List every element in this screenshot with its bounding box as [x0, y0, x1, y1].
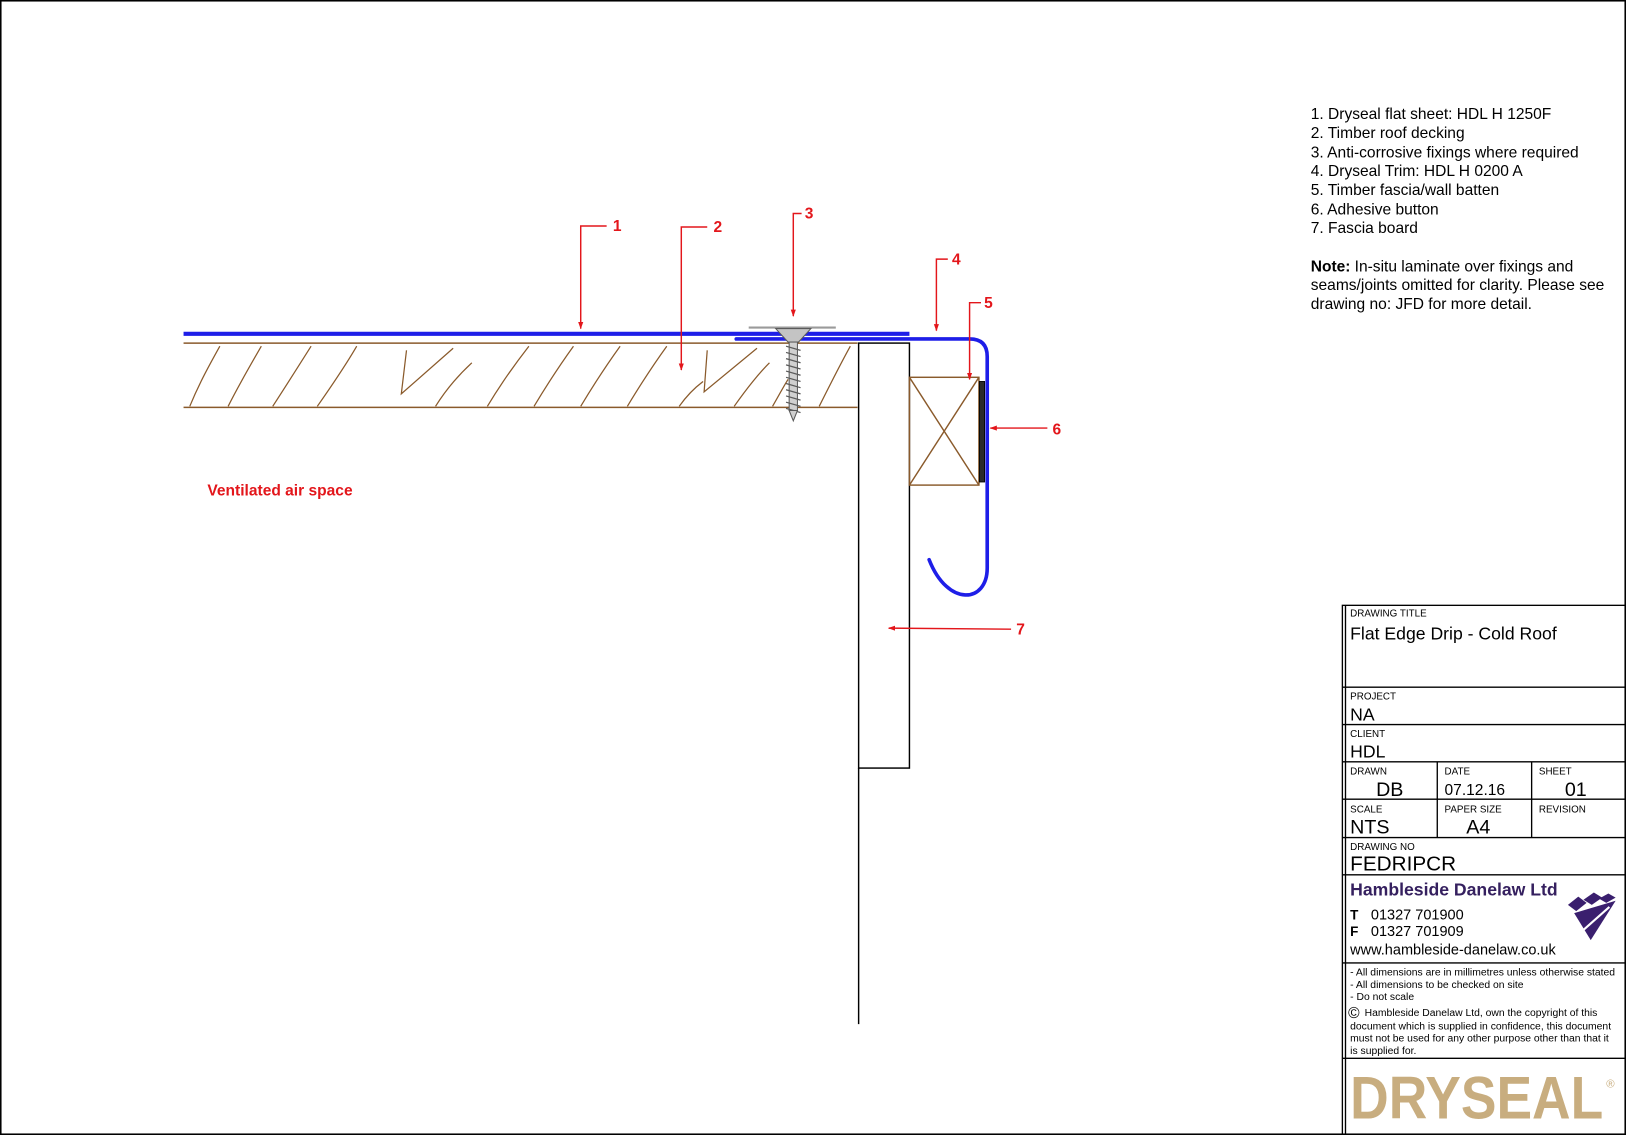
copyright-line: document which is supplied in confidence… — [1350, 1021, 1611, 1032]
paper-size-label: PAPER SIZE — [1445, 805, 1503, 816]
callout-3-number: 3 — [805, 206, 814, 223]
note-line-1: Note:In-situ laminate over fixings and — [1311, 259, 1574, 276]
note-heading: Note: — [1311, 259, 1351, 276]
copyright-line: Hambleside Danelaw Ltd, own the copyrigh… — [1365, 1008, 1598, 1019]
disclaimer-line: - Do not scale — [1350, 992, 1414, 1003]
logo-stripe — [1581, 906, 1611, 932]
callout-6-number: 6 — [1053, 421, 1062, 438]
disclaimer-line: - All dimensions are in millimetres unle… — [1350, 967, 1615, 978]
callout-7-number: 7 — [1016, 621, 1025, 638]
decking-wood-grain — [189, 345, 851, 407]
anti-corrosive-fixing — [748, 326, 836, 423]
logo-facet — [1567, 896, 1587, 912]
air-space-label: Ventilated air space — [207, 482, 353, 499]
callout-1-number: 1 — [613, 218, 622, 235]
logo-facet — [1599, 893, 1616, 903]
fascia-batten — [908, 376, 980, 486]
materials-notes: 1. Dryseal flat sheet: HDL H 1250F 2. Ti… — [1311, 106, 1605, 313]
note-item-2: 2. Timber roof decking — [1311, 125, 1465, 142]
sheet-label: SHEET — [1539, 766, 1572, 777]
date-value: 07.12.16 — [1445, 782, 1506, 799]
batten-outline — [908, 376, 980, 486]
scale-label: SCALE — [1350, 805, 1383, 816]
drawing-no-label: DRAWING NO — [1350, 842, 1415, 853]
title-block-border — [1341, 604, 1626, 1135]
callout-leaders — [578, 212, 1048, 631]
fixing-shank — [788, 341, 798, 411]
note-item-1: 1. Dryseal flat sheet: HDL H 1250F — [1311, 106, 1552, 123]
copyright-symbol: © — [1348, 1005, 1360, 1022]
drawing-title-value: Flat Edge Drip - Cold Roof — [1350, 624, 1557, 644]
copyright-line: is supplied for. — [1350, 1046, 1416, 1057]
phone-label: T — [1350, 907, 1359, 922]
fixing-head — [774, 328, 813, 343]
drawing-no-value: FEDRIPCR — [1350, 853, 1456, 876]
callout-1-leader — [578, 225, 607, 330]
note-item-6: 6. Adhesive button — [1311, 202, 1439, 219]
callout-4-leader — [933, 258, 948, 332]
callout-labels: 1 2 3 4 5 6 7 Ventilated air space — [207, 206, 1061, 639]
project-label: PROJECT — [1350, 692, 1396, 703]
logo-facet — [1583, 892, 1603, 905]
fascia-board — [857, 342, 911, 1025]
copyright-line: must not be used for any other purpose o… — [1350, 1034, 1609, 1045]
company-website: www.hambleside-danelaw.co.uk — [1349, 943, 1556, 959]
drawing-title-label: DRAWING TITLE — [1350, 609, 1427, 620]
callout-3-leader — [790, 212, 802, 317]
fax-label: F — [1350, 924, 1358, 939]
callout-2-number: 2 — [713, 219, 722, 236]
note-item-3: 3. Anti-corrosive fixings where required — [1311, 145, 1579, 162]
title-block: DRAWING TITLE Flat Edge Drip - Cold Roof… — [1341, 604, 1626, 1135]
note-item-4: 4. Dryseal Trim: HDL H 0200 A — [1311, 163, 1524, 180]
fixing-tip — [788, 409, 799, 423]
project-value: NA — [1350, 704, 1375, 724]
batten-cross-b — [908, 376, 980, 486]
scale-value: NTS — [1350, 816, 1389, 838]
sheet-value: 01 — [1565, 779, 1587, 801]
revision-label: REVISION — [1539, 805, 1586, 816]
client-value: HDL — [1350, 742, 1385, 762]
note-item-7: 7. Fascia board — [1311, 220, 1418, 237]
paper-size-value: A4 — [1466, 816, 1490, 838]
timber-decking — [183, 342, 858, 409]
callout-2-leader — [678, 226, 708, 371]
callout-5-number: 5 — [984, 295, 993, 312]
dryseal-logo: DRYSEAL — [1350, 1064, 1603, 1131]
callout-5-leader — [967, 301, 981, 381]
client-label: CLIENT — [1350, 729, 1385, 740]
drawn-value: DB — [1376, 779, 1403, 801]
callout-7-leader — [887, 625, 1012, 631]
disclaimer-line: - All dimensions to be checked on site — [1350, 980, 1524, 991]
fax-number: 01327 701909 — [1371, 924, 1464, 940]
registered-mark: ® — [1606, 1078, 1615, 1090]
fixing-thread — [785, 345, 801, 414]
note-item-5: 5. Timber fascia/wall batten — [1311, 182, 1499, 199]
callout-4-number: 4 — [952, 251, 961, 268]
drawn-label: DRAWN — [1350, 766, 1387, 777]
adhesive-button — [979, 381, 986, 483]
note-text-1: In-situ laminate over fixings and — [1355, 259, 1574, 276]
fascia-board-outline — [857, 342, 911, 769]
date-label: DATE — [1445, 766, 1471, 777]
hambleside-logo-icon — [1567, 892, 1616, 941]
note-line-2: seams/joints omitted for clarity. Please… — [1311, 277, 1605, 294]
note-line-3: drawing no: JFD for more detail. — [1311, 296, 1532, 313]
phone-number: 01327 701900 — [1371, 907, 1464, 923]
edge-detail-drawing: 1 2 3 4 5 6 7 Ventilated air space — [183, 206, 1062, 1025]
dryseal-trim — [734, 337, 990, 597]
company-name: Hambleside Danelaw Ltd — [1350, 880, 1557, 900]
